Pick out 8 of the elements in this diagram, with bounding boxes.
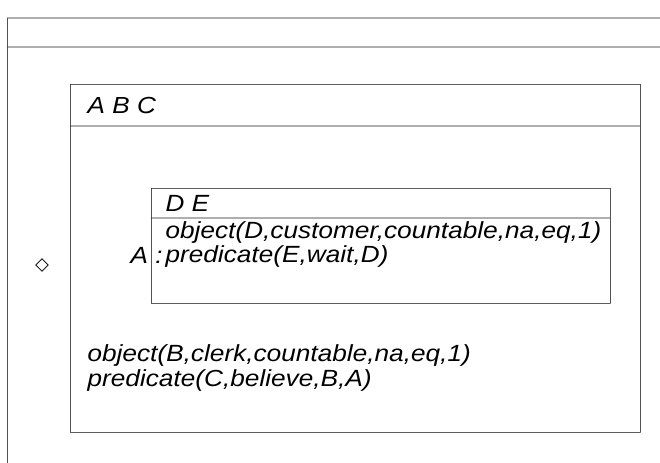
box-label: A : [129,246,162,264]
diamond-symbol: ◇ [35,258,49,272]
referent-list: A B C [86,96,156,114]
condition-text: object(B,clerk,countable,na,eq,1) [88,344,470,366]
referent-list: D E [166,194,210,212]
condition-text: predicate(E,wait,D) [164,245,387,267]
condition-text: predicate(C,believe,B,A) [86,369,370,391]
condition-text: object(D,customer,countable,na,eq,1) [166,221,600,243]
